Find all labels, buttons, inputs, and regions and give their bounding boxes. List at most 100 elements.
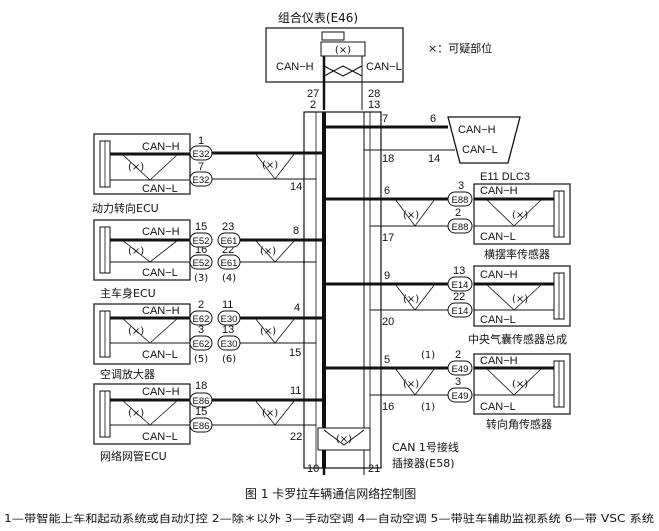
junction-pin-16: 16 xyxy=(382,401,394,413)
ecu2-note-l: (3) xyxy=(194,273,208,284)
ecu1-conn-h: E32 xyxy=(193,149,210,160)
ecu3-conn-h2: E30 xyxy=(221,314,238,325)
ecu1-twist xyxy=(254,152,296,180)
ecu4-pin-h: 18 xyxy=(195,380,207,392)
cluster-can-h: CAN−H xyxy=(276,61,314,73)
cluster-twist-2 xyxy=(323,65,363,77)
ecu4-conn-h: E86 xyxy=(193,396,210,407)
junction-pin-bottom-right: 21 xyxy=(368,463,380,475)
ecu3-can-h: CAN−H xyxy=(142,305,180,317)
figure-footnote: 1—带智能上车和起动系统或自动灯控 2—除＊以外 3—手动空调 4—自动空调 5… xyxy=(4,512,655,525)
ecu3-can-l: CAN−L xyxy=(142,349,178,361)
ecu4-name: 网络网管ECU xyxy=(100,449,167,463)
sensor3-twist xyxy=(394,367,436,396)
ecu2-pin-h: 15 xyxy=(195,221,207,233)
sensor1-conn-h: E88 xyxy=(452,195,469,206)
ecu2-fault-mark: (×) xyxy=(128,246,144,257)
sensor1-pin-l: 2 xyxy=(455,207,461,219)
cluster-twist-1 xyxy=(323,65,363,77)
junction-pin-6: 6 xyxy=(384,185,390,197)
ecu3-twist xyxy=(254,317,296,344)
junction-pin-4: 4 xyxy=(294,302,300,314)
junction-label-1: CAN 1号接线 xyxy=(392,440,459,454)
sensor1-pin-h: 3 xyxy=(458,180,464,192)
ecu2-conn-l-shape xyxy=(189,254,213,270)
ecu3-conn-l: E62 xyxy=(193,339,210,350)
junction-pin-14: 14 xyxy=(290,181,302,193)
ecu3-pin-h: 2 xyxy=(198,299,204,311)
cluster-title: 组合仪表(E46) xyxy=(278,10,358,25)
ecu1-fault-mark: (×) xyxy=(128,162,144,173)
junction-pin-17: 17 xyxy=(382,232,394,244)
junction-fault-mark: (×) xyxy=(336,434,352,445)
ecu1-pin-h: 1 xyxy=(198,135,204,147)
dlc3-label: E11 DLC3 xyxy=(480,171,530,183)
junction-pin-18: 18 xyxy=(382,153,394,165)
ecu4-pin-l: 15 xyxy=(195,406,207,418)
sensor3-can-l: CAN−L xyxy=(480,401,516,413)
ecu1-pin-l: 7 xyxy=(198,161,204,173)
sensor3-note-bottom: (1) xyxy=(421,402,435,413)
sensor2-conn-h: E14 xyxy=(452,280,469,291)
sensor1-can-l: CAN−L xyxy=(480,231,516,243)
sensor1-fault-mark: (×) xyxy=(512,210,528,221)
ecu3-pin-h2: 11 xyxy=(222,299,233,311)
sensor1-can-h: CAN−H xyxy=(480,185,518,197)
ecu4-can-h: CAN−H xyxy=(142,386,180,398)
ecu2-mid-mark: (×) xyxy=(260,246,276,257)
sensor3-pin-h: 2 xyxy=(455,349,461,361)
ecu4-twist xyxy=(254,399,296,426)
ecu4-mid-mark: (×) xyxy=(262,408,278,419)
junction-label-2: 插接器(E58) xyxy=(392,456,455,470)
junction-pin-22: 22 xyxy=(290,431,302,443)
ecu2-can-l: CAN−L xyxy=(142,267,178,279)
ecu3-fault-mark: (×) xyxy=(128,326,144,337)
dlc3-connector xyxy=(447,116,521,164)
ecu1-name: 动力转向ECU xyxy=(92,201,159,215)
ecu3-pin-l: 3 xyxy=(198,324,204,336)
dlc3-can-l: CAN−L xyxy=(462,144,498,156)
junction-pin-8: 8 xyxy=(293,225,299,237)
sensor3-pin-l: 3 xyxy=(455,376,461,388)
sensor1-name: 横摆率传感器 xyxy=(484,247,550,261)
ecu3-mid-mark: (×) xyxy=(260,326,276,337)
dlc3-can-h: CAN−H xyxy=(458,124,496,136)
junction-twist-1 xyxy=(323,429,365,446)
ecu2-conn-l: E52 xyxy=(193,258,210,269)
ecu3-pin-l2: 13 xyxy=(222,324,234,336)
ecu4-fault-mark: (×) xyxy=(128,408,144,419)
ecu1-can-l: CAN−L xyxy=(142,183,178,195)
ecu3-conn-h: E62 xyxy=(193,314,210,325)
cluster-can-l: CAN−L xyxy=(366,61,402,73)
ecu3-conn-l2: E30 xyxy=(221,339,238,350)
sensor3-can-h: CAN−H xyxy=(480,355,518,367)
ecu-main-body xyxy=(93,219,191,281)
junction-terminator xyxy=(317,427,371,451)
cluster-pin-l: 28 xyxy=(368,88,380,100)
ecu-ac-amplifier xyxy=(93,303,191,365)
ecu3-conn-l-shape xyxy=(189,335,213,351)
sensor-yaw-rate xyxy=(473,183,571,245)
ecu2-can-h: CAN−H xyxy=(142,226,180,238)
dlc3-pin-h: 6 xyxy=(430,113,436,125)
dlc3-pin-l: 14 xyxy=(428,153,440,165)
ecu1-mid-mark: (×) xyxy=(262,160,278,171)
ecu2-conn-h: E52 xyxy=(193,236,210,247)
sensor-steering-angle xyxy=(473,353,571,415)
ecu1-can-h: CAN−H xyxy=(142,141,180,153)
ecu-network-gateway xyxy=(93,383,191,445)
sensor2-pin-l: 22 xyxy=(453,291,465,303)
sensor2-fault-mark: (×) xyxy=(512,294,528,305)
junction-pin-7: 7 xyxy=(382,113,388,125)
ecu2-name: 主车身ECU xyxy=(100,286,156,300)
sensor2-twist xyxy=(394,283,436,311)
junction-pin-5: 5 xyxy=(384,354,390,366)
ecu3-note-r: (6) xyxy=(222,354,236,365)
sensor1-conn-l: E88 xyxy=(452,222,469,233)
sensor3-fault-mark: (×) xyxy=(512,379,528,390)
ecu3-name: 空调放大器 xyxy=(100,367,155,381)
ecu3-conn-h-shape xyxy=(189,310,213,326)
junction-pin-20: 20 xyxy=(382,316,394,328)
sensor1-twist xyxy=(394,198,436,227)
